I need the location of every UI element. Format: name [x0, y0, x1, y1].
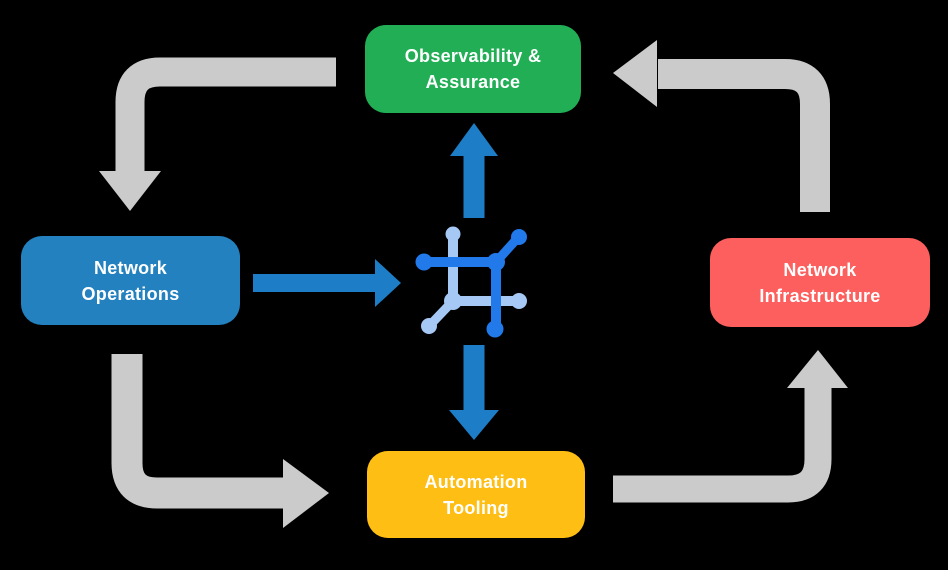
node-network-operations: Network Operations: [21, 236, 240, 325]
node-label-line: Observability &: [404, 46, 542, 66]
node-label-line: Infrastructure: [759, 285, 881, 306]
flow-arrow-center-to-observability: [450, 123, 498, 218]
node-label-line: Automation: [424, 471, 528, 492]
cycle-arrow-infrastructure-to-observability: [613, 40, 830, 212]
cycle-arrow-operations-to-automation: [111, 354, 329, 528]
arrowhead-left: [613, 40, 657, 107]
node-label: Network Operations: [81, 255, 179, 307]
arrowhead-up: [450, 123, 498, 156]
node-label: Observability & Assurance: [405, 43, 542, 95]
cycle-arrow-observability-to-operations: [99, 57, 336, 211]
flow-arrow-center-to-automation: [449, 345, 499, 440]
node-network-infrastructure: Network Infrastructure: [710, 238, 930, 327]
node-automation-tooling: Automation Tooling: [367, 451, 585, 538]
node-label: Automation Tooling: [425, 469, 528, 521]
network-mesh-icon: [415, 226, 527, 338]
node-label-line: Network: [93, 257, 168, 278]
node-observability-assurance: Observability & Assurance: [365, 25, 581, 113]
node-label-line: Assurance: [425, 72, 521, 92]
cycle-arrow-automation-to-infrastructure: [613, 350, 848, 503]
flow-arrow-operations-to-center: [253, 259, 401, 307]
node-label: Network Infrastructure: [759, 257, 880, 309]
arrowhead-right: [283, 459, 329, 528]
arrowhead-right: [375, 259, 401, 307]
node-label-line: Network: [783, 259, 857, 280]
arrowhead-down: [449, 410, 499, 440]
arrowhead-down: [99, 171, 161, 211]
network-mesh-icon-bright-parts: [415, 229, 527, 338]
node-label-line: Tooling: [443, 497, 509, 518]
node-label-line: Operations: [81, 283, 180, 304]
arrowhead-up: [787, 350, 848, 388]
